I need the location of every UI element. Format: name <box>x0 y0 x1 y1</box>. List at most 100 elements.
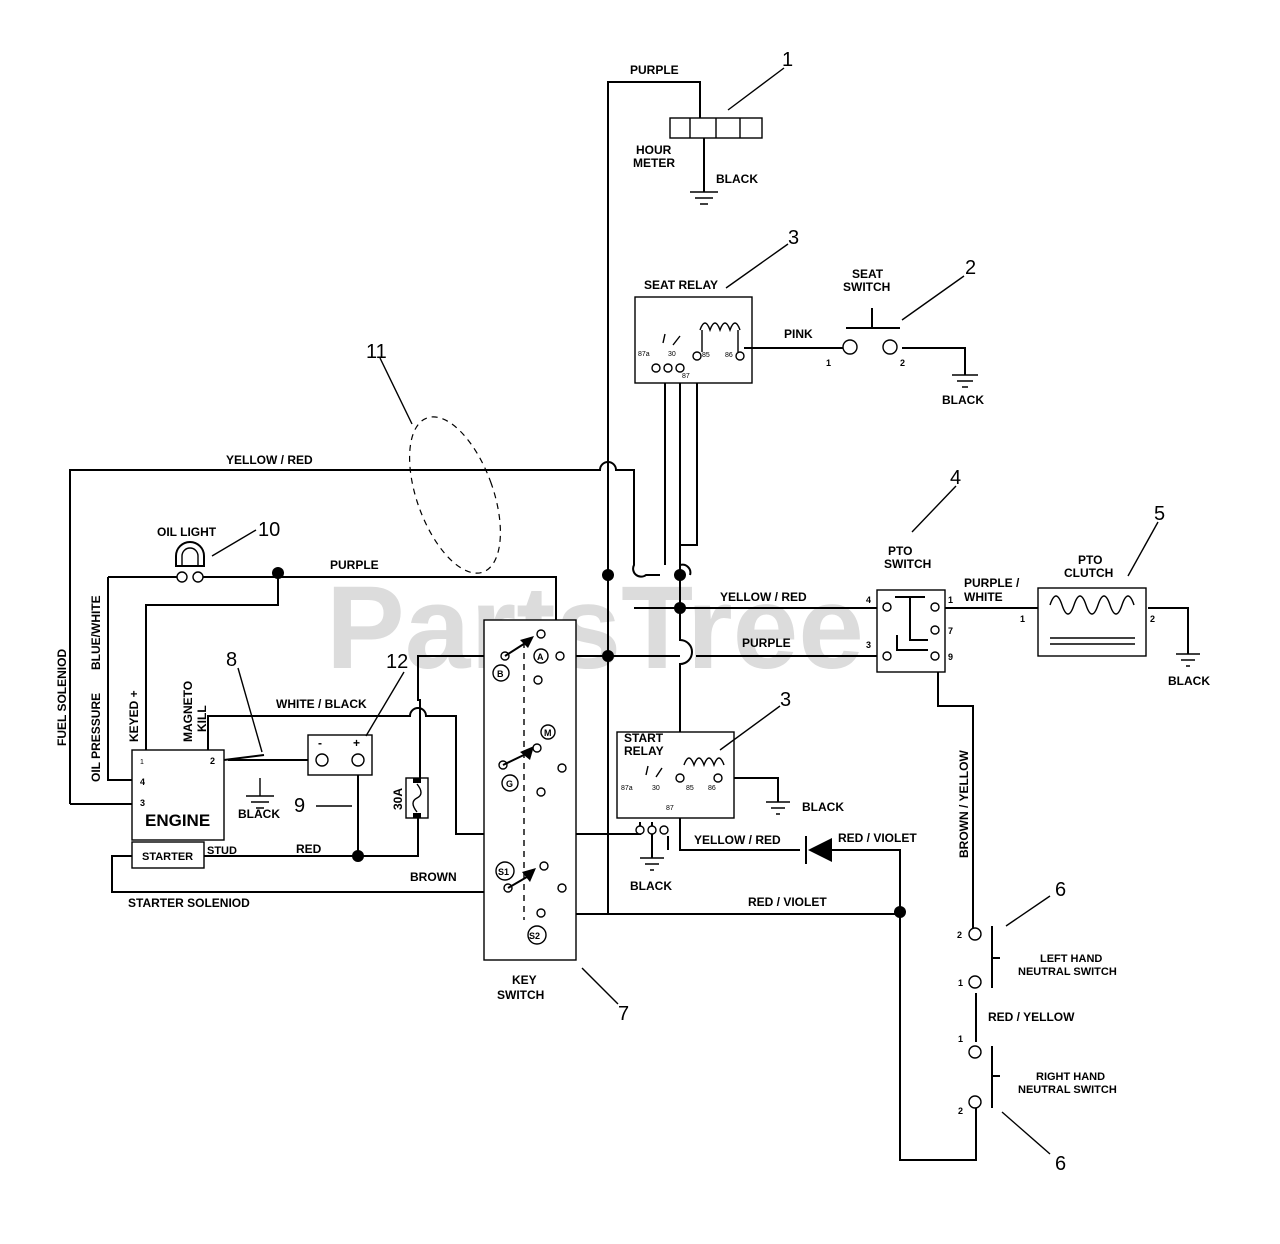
stud-label: STUD <box>207 845 237 857</box>
wire-label: PURPLE <box>330 558 379 572</box>
terminal-label: 3 <box>140 798 145 808</box>
ground-icon <box>690 191 718 205</box>
callout-number: 1 <box>782 49 793 71</box>
seat-switch-label: SWITCH <box>843 280 890 294</box>
key-switch-label: KEY <box>512 973 537 987</box>
junction-dots <box>272 567 906 918</box>
terminal-label: M <box>544 728 552 738</box>
wire-label: PURPLE <box>630 63 679 77</box>
diode-icon <box>805 836 832 864</box>
diode-module: - + <box>307 734 373 776</box>
seat-switch-label: SEAT <box>852 267 884 281</box>
terminal-label: 1 <box>1020 614 1025 624</box>
terminal-label: 87a <box>621 785 633 792</box>
left-neutral-label: LEFT HAND <box>1040 953 1102 965</box>
wire-labels: PURPLE BLACK PINK BLACK YELLOW / RED PUR… <box>55 63 1210 1024</box>
terminal-label: 1 <box>140 759 144 766</box>
terminal-label: 2 <box>1150 614 1155 624</box>
junction-dot <box>602 650 614 662</box>
ground-icon <box>640 857 664 871</box>
junction-dot <box>674 569 686 581</box>
pto-switch-label: SWITCH <box>884 557 931 571</box>
wire-label: YELLOW / RED <box>720 590 807 604</box>
pto-clutch: PTO CLUTCH 1 2 <box>1020 553 1155 657</box>
wire-label: WHITE <box>964 590 1003 604</box>
engine-label: ENGINE <box>145 811 210 830</box>
callout-number: 2 <box>965 257 976 279</box>
terminal-label: 7 <box>948 626 953 636</box>
start-relay-label: RELAY <box>624 744 664 758</box>
terminal-label: 1 <box>948 595 953 605</box>
ground-icon <box>766 801 790 815</box>
wire-label: YELLOW / RED <box>694 833 781 847</box>
wire-label: BLUE/WHITE <box>89 595 103 670</box>
callout-number: 12 <box>386 651 408 673</box>
callout-number: 11 <box>366 341 387 363</box>
terminal-label: B <box>497 669 504 679</box>
wire-label: RED / VIOLET <box>838 831 917 845</box>
terminal-label: + <box>353 736 360 750</box>
starter-label: STARTER <box>142 851 193 863</box>
callout-number: 6 <box>1055 1153 1066 1175</box>
wire-label: BROWN / YELLOW <box>957 750 971 858</box>
hour-meter: HOUR METER <box>633 117 763 170</box>
callout-number: 5 <box>1154 503 1165 525</box>
pto-switch: PTO SWITCH 4 3 1 7 9 <box>866 544 953 673</box>
terminal-label: A <box>537 652 544 662</box>
wire-label: KEYED + <box>127 690 141 742</box>
left-neutral-switch: 2 1 LEFT HAND NEUTRAL SWITCH <box>957 926 1117 989</box>
terminal-label: S1 <box>498 867 509 877</box>
wire-label: OIL PRESSURE <box>89 693 103 782</box>
wire-label: MAGNETO <box>181 681 195 742</box>
pto-clutch-label: CLUTCH <box>1064 566 1113 580</box>
terminal-label: 3 <box>866 640 871 650</box>
wire-label: PURPLE <box>742 636 791 650</box>
callout-number: 7 <box>618 1003 629 1025</box>
terminal-label: 2 <box>958 1106 963 1116</box>
junction-dot <box>894 906 906 918</box>
wire-label: BLACK <box>716 172 758 186</box>
junction-dot <box>602 569 614 581</box>
left-neutral-label: NEUTRAL SWITCH <box>1018 966 1117 978</box>
wire-label: RED <box>296 842 322 856</box>
ground-icon <box>1176 653 1200 667</box>
terminal-label: 1 <box>958 1034 963 1044</box>
right-neutral-switch: 1 2 RIGHT HAND NEUTRAL SWITCH <box>958 1034 1117 1116</box>
terminal-label: 85 <box>686 785 694 792</box>
junction-dot <box>272 567 284 579</box>
start-relay: START RELAY 87a 30 87 85 86 <box>616 731 735 835</box>
engine: ENGINE 1 4 3 2 STARTER STUD <box>131 749 237 869</box>
wire-label: FUEL SOLENIOD <box>55 649 69 746</box>
key-switch: A B M G S1 S2 KEY SWITCH <box>483 619 577 1002</box>
wire-label: BLACK <box>802 800 844 814</box>
terminal-label: 30 <box>652 785 660 792</box>
oil-light: OIL LIGHT <box>157 525 217 583</box>
wire-label: YELLOW / RED <box>226 453 313 467</box>
fuse-label: 30A <box>391 788 405 810</box>
terminal-label: 87a <box>638 351 650 358</box>
oil-light-label: OIL LIGHT <box>157 525 217 539</box>
terminal-label: G <box>506 779 513 789</box>
terminal-label: 85 <box>702 352 710 359</box>
terminal-label: 87 <box>682 373 690 380</box>
terminal-label: 4 <box>866 595 871 605</box>
terminal-label: 2 <box>957 930 962 940</box>
wire-label: BLACK <box>238 807 280 821</box>
terminal-label: 86 <box>725 352 733 359</box>
callout-number: 4 <box>950 467 961 489</box>
key-switch-label: SWITCH <box>497 988 544 1002</box>
harness-ellipse <box>408 416 502 574</box>
hour-meter-label: METER <box>633 156 675 170</box>
terminal-label: 86 <box>708 785 716 792</box>
terminal-label: 1 <box>826 358 831 368</box>
terminal-label: 87 <box>666 805 674 812</box>
terminal-label: 2 <box>210 756 215 766</box>
hour-meter-label: HOUR <box>636 143 672 157</box>
junction-dot <box>674 602 686 614</box>
seat-relay-label: SEAT RELAY <box>644 278 718 292</box>
wire-label: KILL <box>195 705 209 732</box>
wire-label: RED / VIOLET <box>748 895 827 909</box>
terminal-label: 1 <box>958 978 963 988</box>
pto-clutch-label: PTO <box>1078 553 1102 567</box>
fuse-30a: 30A <box>391 777 429 819</box>
